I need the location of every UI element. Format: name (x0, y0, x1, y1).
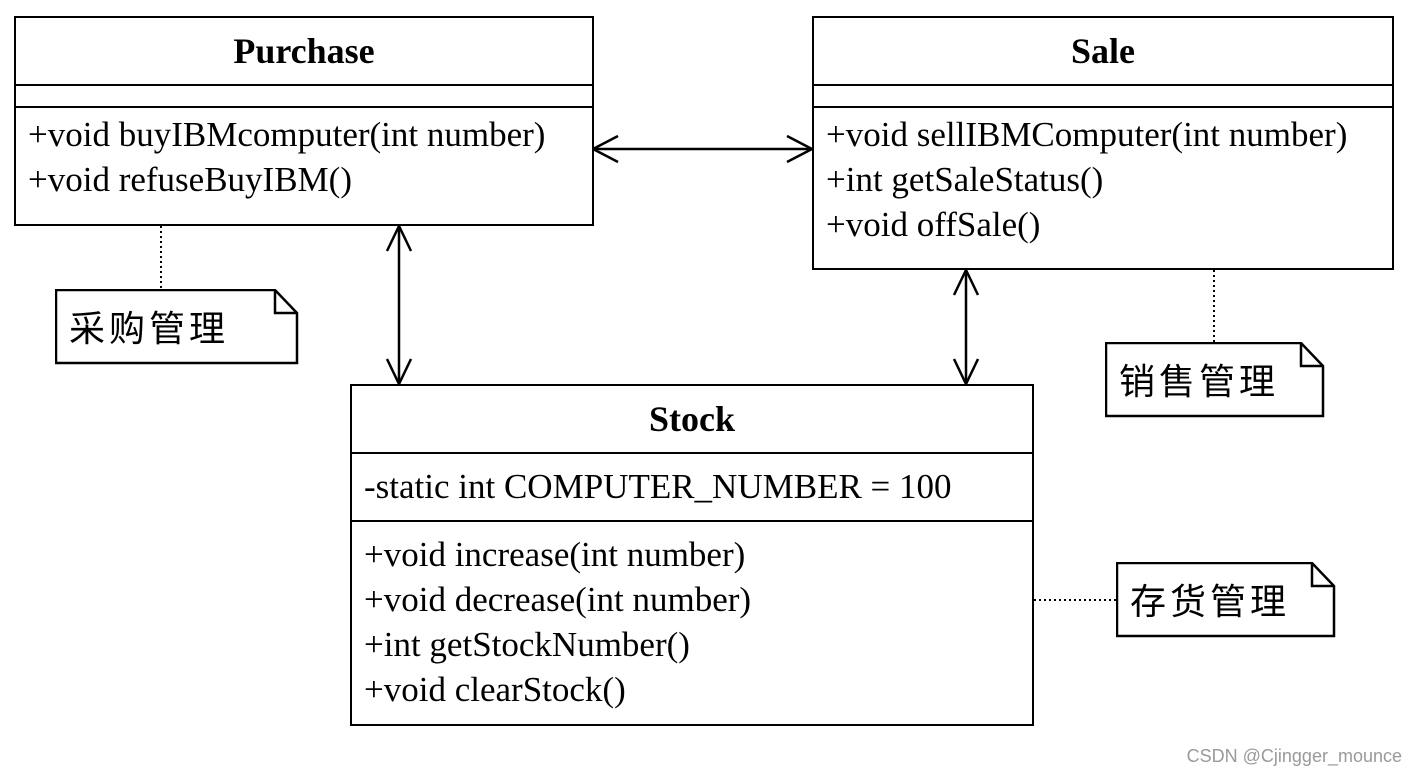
method: +void buyIBMcomputer(int number) (28, 115, 546, 154)
note-shape (1105, 342, 1325, 418)
watermark: CSDN @Cjingger_mounce (1186, 746, 1402, 766)
note-sale: 销售管理 (1105, 342, 1325, 418)
class-stock: Stock -static int COMPUTER_NUMBER = 100 … (350, 384, 1034, 726)
method: +void offSale() (826, 205, 1041, 244)
class-stock-name: Stock (352, 386, 1032, 454)
note-sale-text: 销售管理 (1119, 362, 1280, 403)
method: +void increase(int number) (364, 535, 746, 574)
method: +void decrease(int number) (364, 580, 752, 619)
note-purchase-text: 采购管理 (69, 309, 230, 350)
class-sale: Sale +void sellIBMComputer(int number) +… (812, 16, 1394, 270)
class-purchase-attributes (16, 86, 592, 108)
note-shape (1116, 562, 1336, 638)
class-sale-attributes (814, 86, 1392, 108)
method: +void sellIBMComputer(int number) (826, 115, 1348, 154)
association-purchase-stock (385, 223, 413, 387)
class-stock-methods: +void increase(int number) +void decreas… (352, 522, 1032, 712)
association-purchase-sale (590, 134, 815, 164)
class-purchase-name: Purchase (16, 18, 592, 86)
class-purchase: Purchase +void buyIBMcomputer(int number… (14, 16, 594, 226)
association-sale-stock (952, 267, 980, 387)
note-stock-text: 存货管理 (1130, 582, 1291, 623)
note-stock: 存货管理 (1116, 562, 1336, 638)
method: +int getStockNumber() (364, 625, 690, 664)
note-shape (55, 289, 299, 365)
class-sale-methods: +void sellIBMComputer(int number) +int g… (814, 108, 1392, 247)
method: +int getSaleStatus() (826, 160, 1104, 199)
method: +void clearStock() (364, 670, 626, 709)
class-stock-attributes: -static int COMPUTER_NUMBER = 100 (352, 454, 1032, 522)
class-sale-name: Sale (814, 18, 1392, 86)
method: +void refuseBuyIBM() (28, 160, 352, 199)
note-purchase: 采购管理 (55, 289, 299, 365)
attribute: -static int COMPUTER_NUMBER = 100 (364, 467, 952, 506)
class-purchase-methods: +void buyIBMcomputer(int number) +void r… (16, 108, 592, 202)
